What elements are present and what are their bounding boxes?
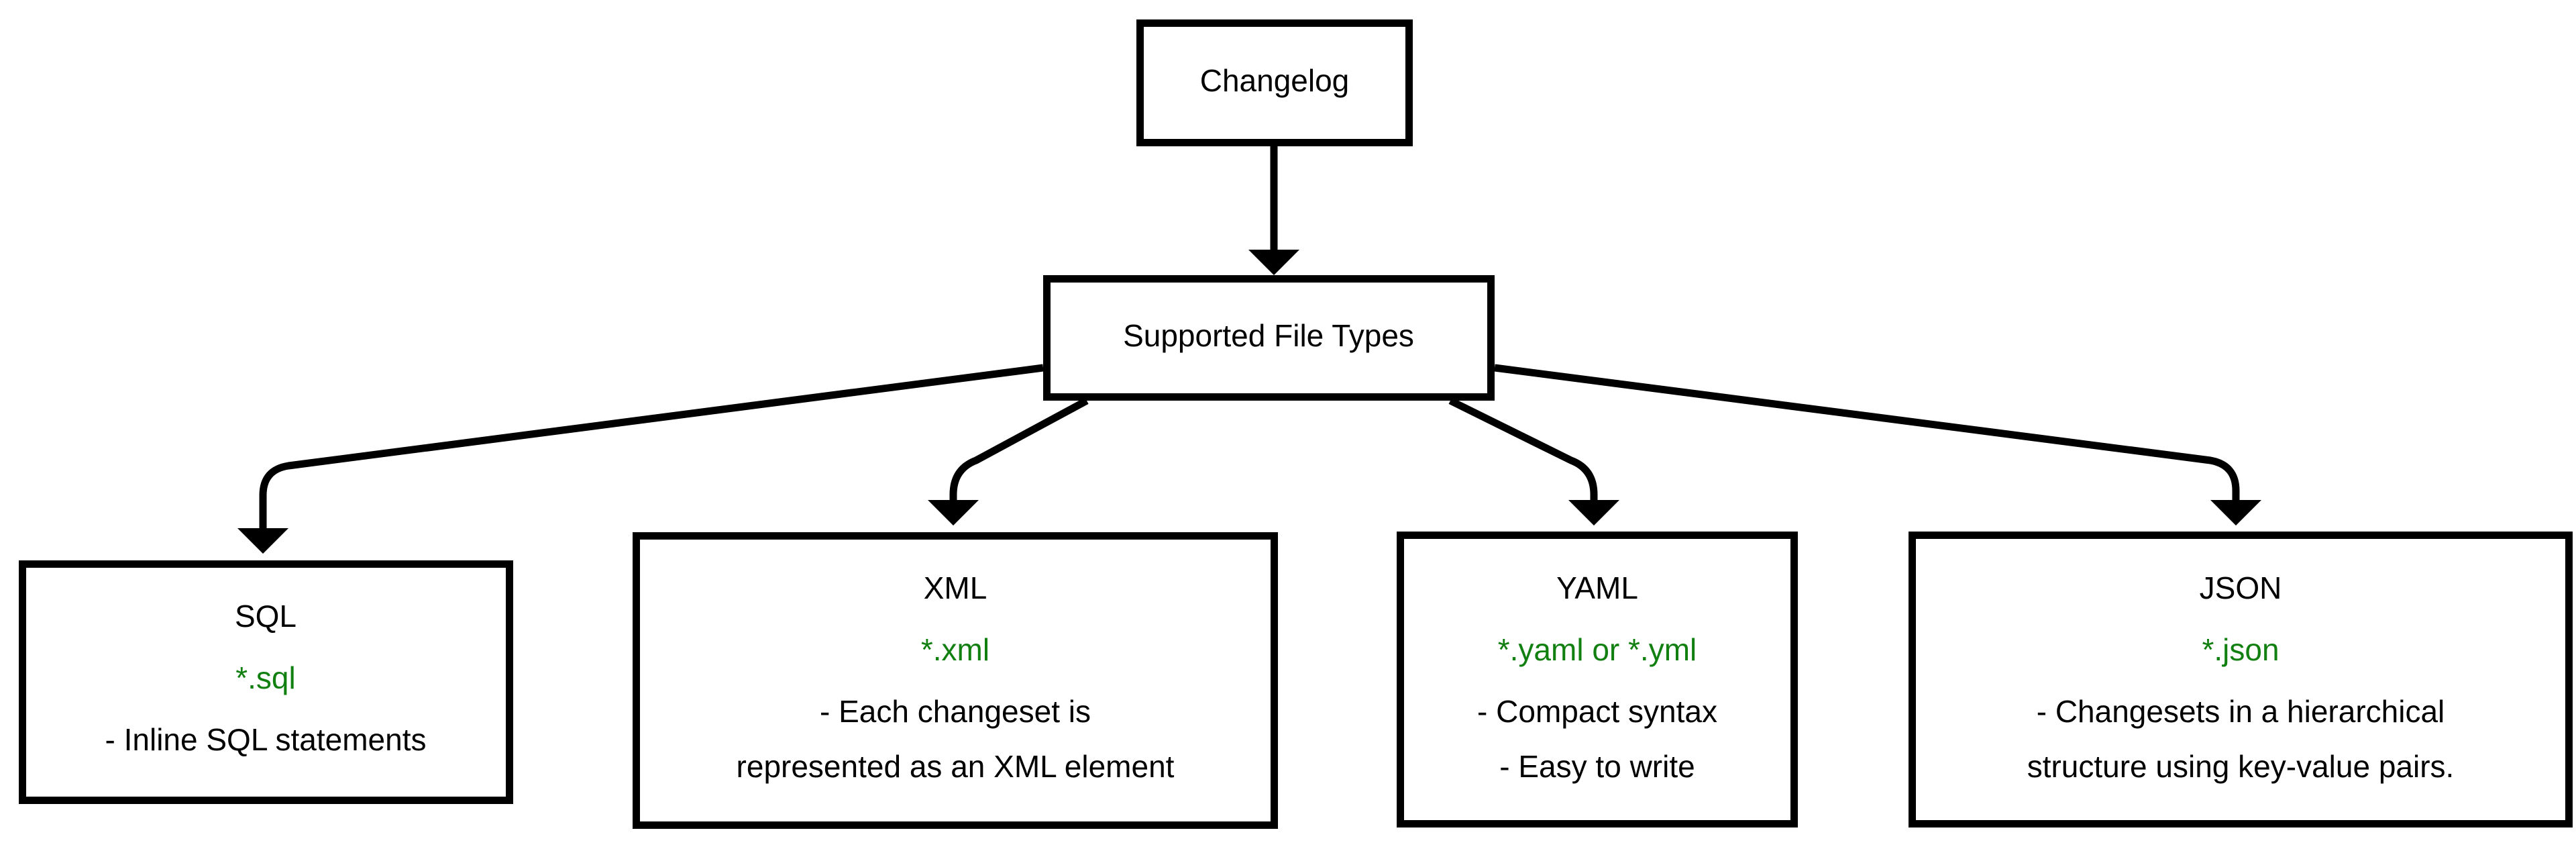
node-sql-title: SQL bbox=[235, 599, 297, 634]
node-xml[interactable]: XML *.xml - Each changeset is represente… bbox=[633, 532, 1278, 829]
edge-line bbox=[259, 364, 1044, 528]
edge-changelog-to-supported-file-types bbox=[1248, 146, 1299, 275]
node-yaml-extension: *.yaml or *.yml bbox=[1498, 632, 1697, 667]
node-xml-extension: *.xml bbox=[921, 632, 989, 667]
arrow-head-icon bbox=[1248, 250, 1299, 275]
node-yaml-description-line-2: - Easy to write bbox=[1499, 749, 1695, 784]
node-yaml-description-line-1: - Compact syntax bbox=[1477, 694, 1717, 729]
node-sql-description-line-1: - Inline SQL statements bbox=[105, 722, 427, 757]
edge-line bbox=[949, 397, 1089, 500]
node-changelog-label: Changelog bbox=[1200, 63, 1350, 98]
node-json-box[interactable] bbox=[1909, 532, 2573, 827]
arrow-head-icon bbox=[1568, 500, 1619, 525]
node-json-title: JSON bbox=[2200, 570, 2282, 605]
node-yaml-box[interactable] bbox=[1397, 532, 1798, 827]
node-changelog[interactable]: Changelog bbox=[1136, 19, 1413, 146]
node-xml-box[interactable] bbox=[633, 532, 1278, 829]
node-xml-description-line-1: - Each changeset is bbox=[820, 694, 1091, 729]
arrow-head-icon bbox=[2210, 500, 2261, 525]
node-json-description-line-2: structure using key-value pairs. bbox=[2027, 749, 2455, 784]
node-supported-file-types-label: Supported File Types bbox=[1123, 318, 1414, 353]
node-xml-description-line-2: represented as an XML element bbox=[737, 749, 1175, 784]
node-supported-file-types-box[interactable] bbox=[1043, 275, 1495, 401]
node-json-description-line-1: - Changesets in a hierarchical bbox=[2037, 694, 2445, 729]
edge-supported-file-types-to-yaml bbox=[1448, 397, 1619, 525]
edge-supported-file-types-to-sql bbox=[237, 364, 1044, 554]
edge-supported-file-types-to-json bbox=[1494, 364, 2261, 525]
node-xml-title: XML bbox=[924, 570, 987, 605]
node-yaml-title: YAML bbox=[1556, 570, 1638, 605]
node-sql-extension: *.sql bbox=[235, 660, 295, 695]
node-sql[interactable]: SQL *.sql - Inline SQL statements bbox=[19, 560, 513, 804]
node-changelog-box[interactable] bbox=[1136, 19, 1413, 146]
node-sql-box[interactable] bbox=[19, 560, 513, 804]
edge-line bbox=[1448, 397, 1598, 500]
edge-line bbox=[1494, 364, 2240, 500]
arrow-head-icon bbox=[237, 528, 288, 554]
node-json[interactable]: JSON *.json - Changesets in a hierarchic… bbox=[1909, 532, 2573, 827]
node-supported-file-types[interactable]: Supported File Types bbox=[1043, 275, 1495, 401]
edge-supported-file-types-to-xml bbox=[928, 397, 1089, 525]
node-yaml[interactable]: YAML *.yaml or *.yml - Compact syntax - … bbox=[1397, 532, 1798, 827]
arrow-head-icon bbox=[928, 500, 979, 525]
node-json-extension: *.json bbox=[2202, 632, 2279, 667]
